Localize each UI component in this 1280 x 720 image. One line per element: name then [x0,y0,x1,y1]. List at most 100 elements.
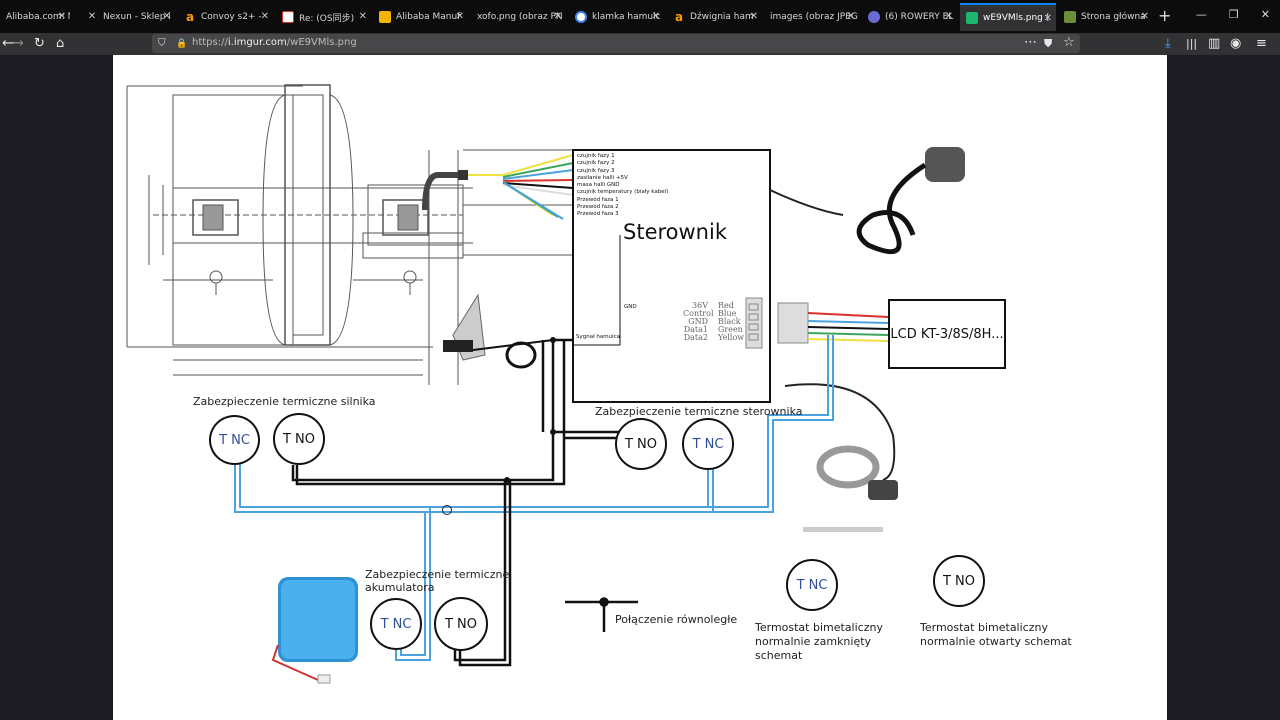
more-actions-icon[interactable]: ⋯ [1024,35,1037,50]
shield-icon[interactable]: ⛉ [158,38,166,49]
forward-icon[interactable]: → [13,36,24,51]
tab-5[interactable]: xofo.png (obraz PN ✕ [471,3,566,31]
close-window-icon[interactable]: ✕ [1260,8,1270,21]
controller-protection-label: Zabezpieczenie termiczne sterownika [595,405,803,418]
close-icon[interactable]: ✕ [553,11,562,22]
home-icon[interactable]: ⌂ [56,36,65,51]
amazon-icon: a [674,10,684,24]
account-icon[interactable]: ◉ [1230,36,1242,51]
pin-label: czujnik fazy 2 [577,160,615,167]
close-icon[interactable]: ✕ [944,11,953,22]
tab-label: Convoy s2+ - [201,12,262,22]
tab-bar: Alibaba.com: M ✕ ✕ Nexun - Sklep i ✕ a C… [0,0,1280,33]
tab-2[interactable]: a Convoy s2+ - ✕ [178,3,273,31]
tab-label: klamka hamulc [592,12,661,22]
parallel-symbol [565,597,638,632]
restore-icon[interactable]: ❐ [1228,8,1239,21]
tab-0[interactable]: Alibaba.com: M ✕ [0,3,70,31]
motor-wires [468,154,574,220]
pin-label: masa halli GND [577,182,620,189]
parallel-connection-label: Połączenie równoległe [615,613,738,626]
tab-label: (6) ROWERY EL [885,12,954,22]
close-icon[interactable]: ✕ [749,11,758,22]
pocket-icon[interactable]: ⛊ [1044,37,1053,50]
tab-3[interactable]: Re: (OS同步) ✕ [276,3,371,31]
tab-4[interactable]: Alibaba Manuf ✕ [373,3,468,31]
lcd-display-box: LCD KT-3/8S/8H... [888,299,1006,369]
motor-thermostat-no: T NO [273,413,325,465]
close-icon[interactable]: ✕ [1140,11,1149,22]
wiring-diagram-image: Sterownik czujnik fazy 1 czujnik fazy 2 … [113,55,1167,720]
motor-cable [422,170,468,211]
tab-1[interactable]: ✕ Nexun - Sklep i ✕ [80,3,175,31]
controller-pin-list: czujnik fazy 1 czujnik fazy 2 czujnik fa… [577,153,668,219]
tab-label: Dźwignia ham [690,12,754,22]
back-icon[interactable]: ⟵ [2,36,21,51]
tab-10[interactable]: wE9VMls.png ( ✕ [960,3,1056,31]
window-controls: — ❐ ✕ [1196,8,1270,21]
reload-icon[interactable]: ↻ [34,36,45,51]
lock-icon[interactable]: 🔒 [176,39,188,49]
tab-11[interactable]: Strona główna ✕ [1058,3,1153,31]
close-icon[interactable]: ✕ [846,11,855,22]
tab-label: Alibaba.com: M [6,12,70,22]
display-signals-left: 36V Control GND Data1 Data2 [683,301,714,342]
gnd-label: GND [624,304,637,310]
close-icon[interactable]: ✕ [651,11,660,22]
image-viewer: Sterownik czujnik fazy 1 czujnik fazy 2 … [0,55,1280,720]
motor-protection-label: Zabezpieczenie termiczne silnika [193,395,376,408]
diagram-graphics [126,84,965,684]
bookmark-star-icon[interactable]: ☆ [1063,35,1075,50]
controller-thermostat-nc: T NC [682,418,734,470]
display-connector [745,297,809,349]
facebook-icon [868,11,880,23]
nc-description: Termostat bimetaliczny normalnie zamknię… [755,621,883,662]
close-icon[interactable]: ✕ [1043,13,1052,24]
controller-title: Sterownik [623,220,727,244]
throttle-image [769,147,965,255]
close-icon[interactable]: ✕ [162,11,171,22]
black-wiring [291,338,623,667]
minimize-icon[interactable]: — [1195,8,1207,21]
pin-label: Przewód faza 1 [577,196,619,203]
display-signals-right: Red Blue Black Green Yellow [718,301,745,342]
sidebar-icon[interactable]: ▥ [1208,36,1221,51]
tab-label: images (obraz JPEG [770,12,858,22]
motor-thermostat-nc: T NC [209,415,260,465]
battery-thermostat-no: T NO [434,597,488,651]
new-tab-button[interactable]: + [1158,6,1172,25]
blue-wiring [234,335,834,661]
amazon-icon: a [185,10,195,24]
pin-label: czujnik fazy 3 [577,167,615,174]
tab-8[interactable]: images (obraz JPEG ✕ [764,3,859,31]
tab-label: xofo.png (obraz PN [477,12,563,22]
menu-icon[interactable]: ≡ [1256,36,1267,51]
close-icon[interactable]: ✕ [260,11,269,22]
controller-box [572,149,771,403]
brake-lever-image [443,293,554,369]
tab-7[interactable]: a Dźwignia ham ✕ [667,3,762,31]
close-icon[interactable]: ✕ [57,11,66,22]
x-icon: ✕ [87,11,97,22]
close-icon[interactable]: ✕ [358,11,367,22]
tab-label: Strona główna [1081,12,1146,22]
close-icon[interactable]: ✕ [455,11,464,22]
url-text[interactable]: https://i.imgur.com/wE9VMls.png [192,37,357,48]
download-icon[interactable]: ⤓ [1165,36,1171,51]
no-description: Termostat bimetaliczny normalnie otwarty… [920,621,1072,648]
legend-thermostat-nc: T NC [786,559,838,611]
address-bar[interactable]: ⛉ 🔒 https://i.imgur.com/wE9VMls.png ⋯ ⛊ … [152,34,1080,53]
gmail-icon [282,11,294,23]
imgur-icon [966,12,978,24]
pin-label: zasilanie halli +5V [577,174,628,181]
tab-6[interactable]: klamka hamulc ✕ [569,3,664,31]
temperature-sensor-image [784,383,898,532]
alibaba-icon [379,11,391,23]
brake-signal-label: Sygnał hamulca [576,334,621,340]
battery-image [271,577,358,684]
library-icon[interactable]: ||| [1186,37,1198,50]
controller-thermostat-no: T NO [615,418,667,470]
battery-thermostat-nc: T NC [370,598,422,650]
tab-9[interactable]: (6) ROWERY EL ✕ [862,3,957,31]
battery-protection-label: Zabezpieczenie termiczne akumulatora [365,568,510,594]
